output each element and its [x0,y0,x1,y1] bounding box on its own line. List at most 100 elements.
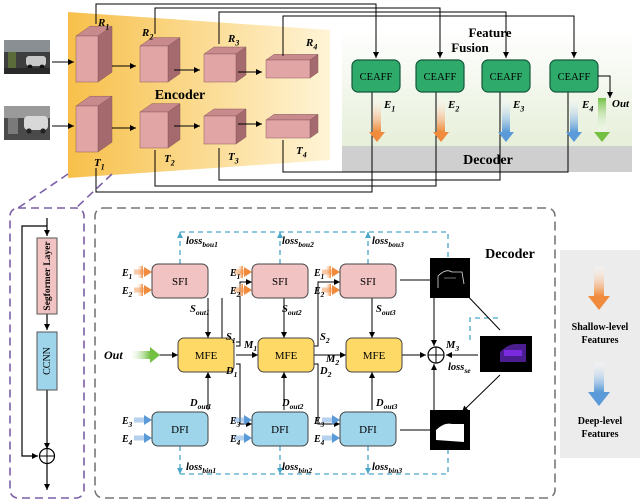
decoder-detail-box [94,207,556,499]
sfi-e-arrowhead [244,285,252,295]
sfi-box-3: SFI [339,263,397,299]
top-e-label-1: E1 [383,99,395,113]
e-input-arrows [134,266,340,443]
t-label-2: T2 [164,153,175,167]
decoder-out-label: Out [104,348,123,362]
d-out2-label: Dout2 [281,398,304,411]
legend-deep-line2: Features [581,429,618,440]
d-out1-label: Dout1 [189,398,212,411]
thermal-stage1-cube [75,95,113,153]
e-feature-arrows [369,98,610,142]
loss-bin1-label: lossbin1 [186,462,216,475]
s1-label: S1 [226,332,236,345]
loss-bou1-label: lossbou1 [186,236,218,249]
rgb-stage4-cube [265,53,319,79]
ceaff-label-4: CEAFF [558,72,591,83]
semantic-output-image [480,336,532,372]
dfi3-e3-label: E3 [313,416,325,429]
binary-output-image [430,410,470,450]
feature-fusion-label-line1: Feature [468,25,511,40]
thermal-stage4-cube [265,113,319,139]
encoder-cubes [75,25,319,153]
ceaff-box-3: CEAFF [481,59,531,93]
encoder-chain-arrows [112,63,262,131]
top-out-label: Out [612,98,630,110]
r-label-2: R2 [141,27,153,41]
decoder-sum-node [427,346,445,364]
dfi-e-arrowhead [144,433,152,443]
encoder-background [68,12,330,178]
mfe-box-1: MFE [177,337,235,373]
decoder-bar [342,146,632,172]
rgb-input-image [4,40,50,74]
ccnn-label: CCNN [42,347,53,375]
dfi-e-arrowhead [332,415,340,425]
d-out3-label: Dout3 [375,398,398,411]
dfi-box-2-label: DFI [271,424,289,436]
sfi-box-3-label: SFI [360,276,376,288]
m1-label: M1 [243,340,257,353]
legend-deep-arrow [594,362,604,392]
boundary-output-image [430,258,470,298]
legend-shallow-line2: Features [581,335,618,346]
dfi-box-1: DFI [151,411,209,447]
dfi-box-3-label: DFI [359,424,377,436]
dfi-e-arrowhead [244,415,252,425]
d2-label: D2 [319,366,332,379]
sfi-e-arrowhead [144,285,152,295]
segformer-layer-label: Segformer Layer [43,241,53,311]
dfi1-e4-label: E4 [121,434,133,447]
decoder-detail-title: Decoder [485,247,535,262]
feature-fusion-label-line2: Fusion [451,40,489,55]
rgb-stage3-cube [203,46,247,83]
m3-label: M3 [445,340,459,353]
r-label-1: R1 [97,17,109,31]
loss-se-label: lossse [448,362,471,375]
encoder-label: Encoder [155,88,206,103]
d1-label: D1 [225,366,238,379]
mfe-box-2-label: MFE [275,350,298,362]
s-out1-label: Sout1 [190,304,210,317]
legend-shallow-arrow [594,266,604,296]
sfi2-e1-label: E1 [229,268,240,281]
dfi2-e4-label: E4 [229,434,241,447]
sfi-e-arrowhead [244,267,252,277]
legend-shallow-line1: Shallow-level [572,322,629,333]
mfe-box-3: MFE [345,337,403,373]
sfi1-e2-label: E2 [121,286,133,299]
loss-bin3-label: lossbin3 [372,462,402,475]
thermal-input-image [4,106,50,140]
legend-deep-arrowhead [588,392,610,406]
ceaff-label-3: CEAFF [490,72,523,83]
sfi-e-arrowhead [332,267,340,277]
rgb-stage2-cube [139,37,181,83]
rgb-stage1-cube [75,25,113,83]
sfi-box-2: SFI [251,263,309,299]
ceaff4-out-connector [598,75,613,98]
loss-connectors [177,231,500,475]
mfe-box-1-label: MFE [195,350,218,362]
dfi-e-arrowhead [144,415,152,425]
thermal-skip-connections [95,80,571,193]
encoder-sum-node [38,447,56,465]
loss-bou2-label: lossbou2 [282,236,314,249]
top-e-label-4: E4 [581,99,593,113]
dfi-box-1-label: DFI [171,424,189,436]
thermal-stage2-cube [139,103,181,149]
zoom-lines [17,173,113,209]
out-input-arrowhead [150,347,160,363]
top-e-label-2: E2 [447,99,459,113]
t-label-3: T3 [228,151,239,165]
t-label-1: T1 [94,157,105,171]
dfi1-e3-label: E3 [121,416,133,429]
loss-bin2-label: lossbin2 [282,462,312,475]
s-out3-label: Sout3 [376,304,396,317]
segformer-layer-box [36,237,58,315]
legend-deep-line1: Deep-level [578,416,623,427]
ceaff-box-2: CEAFF [415,59,465,93]
sfi-e-arrowhead [144,267,152,277]
mfe-box-2: MFE [257,337,315,373]
r-label-4: R4 [305,37,317,51]
